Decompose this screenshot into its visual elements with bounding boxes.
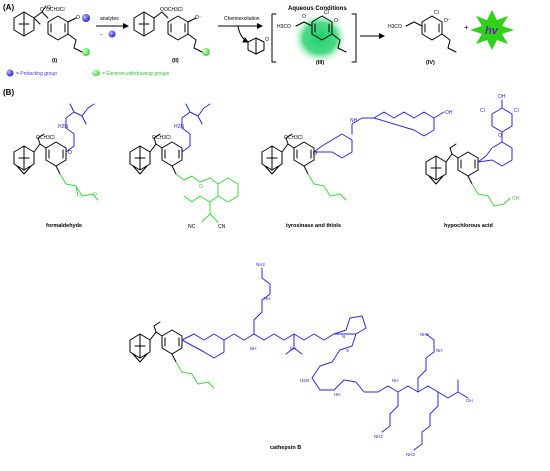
probe5-nh2-a: NH2: [256, 262, 265, 267]
compound-IV-ester: H3CO: [388, 24, 402, 30]
caption-hypochlorous: hypochlorous acid: [444, 223, 493, 229]
probe3-och3cl: OCH3Cl: [284, 135, 303, 141]
probe4-cl-a: Cl: [480, 108, 485, 114]
leaving-protecting-sphere-icon: [108, 30, 116, 38]
compound-III-ester: H3CO: [277, 24, 291, 30]
compound-IV-label: (IV): [426, 60, 435, 66]
probe1-o: O: [68, 150, 72, 156]
probe5-nh2-c: NH2: [420, 332, 429, 337]
compound-III-cl: Cl: [324, 10, 329, 16]
probe5-nh-e: NH: [436, 348, 443, 353]
hv-label: hv: [485, 25, 499, 37]
plus-sign: +: [464, 23, 469, 32]
legend-ewg-icon: [92, 70, 100, 76]
svg-text:O: O: [160, 7, 164, 13]
svg-text:O: O: [76, 15, 80, 21]
probe5-s: S: [346, 348, 349, 353]
caption-formaldehyde: formaldehyde: [46, 223, 82, 229]
arrow-chemiexcitation-label: Chemiexcitation: [224, 16, 260, 22]
probe4-oh-acid: OH: [512, 196, 520, 202]
bracket-right: [351, 13, 357, 63]
aqueous-conditions-title: Aqueous Conditions: [288, 6, 347, 12]
ewg-sphere-icon: [82, 48, 90, 56]
probe-cathepsin-structure: NH NH NH NH2 N S H2N HN NH NH2 NH2 NH OH…: [129, 262, 473, 457]
svg-text:O: O: [47, 5, 51, 11]
compound-III-o-minus: O⁻: [334, 18, 341, 24]
compound-II-och3cl: OCH3Cl: [164, 7, 183, 13]
probe-formaldehyde-structure: OCH3Cl H2N O O: [13, 103, 99, 201]
legend-protecting-icon: [6, 69, 14, 77]
probe5-n: N: [342, 334, 345, 339]
protecting-sphere-icon: [82, 14, 90, 22]
probe4-cl-b: Cl: [514, 108, 519, 114]
bracket-left: [271, 13, 277, 63]
probe1-och3cl: OCH3Cl: [36, 135, 55, 141]
compound-II-ewg-icon: [202, 48, 210, 56]
probe2-h2n: H2N: [174, 124, 184, 130]
hv-light-burst-icon: [470, 10, 514, 50]
legend-protecting-text: = Protecting group: [16, 71, 57, 77]
probe5-nh-c: NH: [264, 296, 271, 301]
compound-II-o-minus: O⁻: [195, 15, 202, 21]
svg-text:O: O: [265, 37, 269, 43]
arrow-analytes-label: analytes: [100, 16, 119, 22]
caption-tyrosinase: tyrosinase and thiols: [286, 223, 341, 229]
probe5-oh: OH: [466, 398, 473, 403]
probe-tyrosinase-structure: OCH3Cl O NH OH: [261, 110, 453, 201]
probe5-nh-a: NH: [250, 346, 257, 351]
probe5-nh2-d: NH2: [406, 452, 415, 457]
probe5-hn-a: HN: [334, 392, 341, 397]
svg-text:O: O: [40, 7, 44, 13]
compound-I-structure: O O OCH3Cl O: [13, 5, 90, 56]
probe-hypochlorous-structure: OH Cl Cl O OH: [425, 94, 520, 207]
probe2-cn: CN: [218, 224, 226, 230]
svg-text:O: O: [302, 14, 306, 20]
compound-IV-o-minus: O⁻: [444, 18, 451, 24]
compound-II-label: (II): [172, 58, 179, 64]
compound-I-label: (I): [52, 58, 57, 64]
probe4-o: O: [498, 133, 502, 139]
arrow-minus-label: –: [100, 32, 103, 38]
probe5-nh2-b: NH2: [374, 434, 383, 439]
compound-III-label: (III): [316, 60, 324, 66]
adamantanone-icon: [247, 37, 265, 55]
probe4-oh: OH: [498, 94, 506, 100]
probe3-nh: NH: [350, 118, 358, 124]
probe5-nh-d: NH: [392, 378, 399, 383]
probe1-h2n: H2N: [58, 124, 68, 130]
probe5-h2n: H2N: [300, 378, 309, 383]
probe-formaldehyde-dcm-structure: OCH3Cl H2N O NC CN: [129, 103, 239, 230]
compound-I-och3cl: OCH3Cl: [46, 7, 65, 13]
probe1-ome: O: [93, 192, 97, 198]
compound-III-structure: H3CO O Cl O⁻: [277, 10, 347, 53]
probe3-o: O: [313, 151, 317, 157]
legend-ewg-text: = Electron-withdrawing groups: [102, 71, 170, 77]
excited-state-glow: [292, 12, 348, 64]
compound-IV-cl: Cl: [434, 10, 439, 16]
panel-b-label: (B): [3, 88, 14, 97]
probe2-och3cl: OCH3Cl: [152, 135, 171, 141]
probe2-o: O: [199, 184, 203, 190]
panel-a-label: (A): [3, 3, 14, 12]
probe3-oh: OH: [445, 110, 453, 116]
compound-IV-structure: H3CO Cl O⁻: [388, 10, 457, 53]
caption-cathepsin: cathepsin B: [270, 445, 301, 451]
compound-II-structure: O OCH3Cl O⁻: [133, 7, 210, 56]
probe2-nc: NC: [188, 224, 196, 230]
